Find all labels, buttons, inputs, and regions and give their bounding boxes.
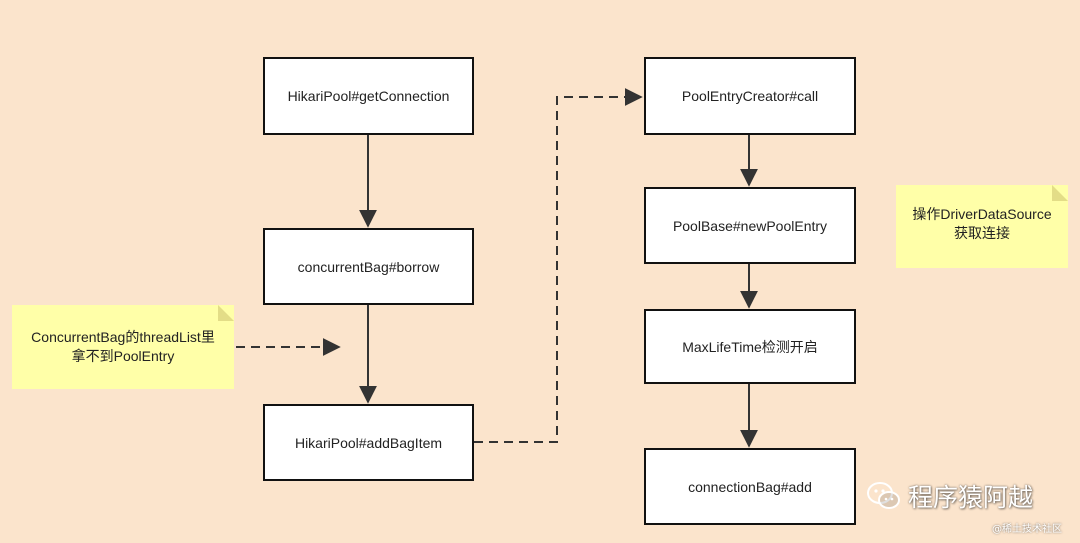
note-driver-line-1: 操作DriverDataSource <box>912 205 1052 222</box>
node-borrow: concurrentBag#borrow <box>263 228 474 305</box>
note-driver-text: 操作DriverDataSource 获取连接 <box>912 205 1051 243</box>
note-fold-icon <box>218 305 234 321</box>
node-call: PoolEntryCreator#call <box>644 57 856 135</box>
note-driver: 操作DriverDataSource 获取连接 <box>896 185 1068 268</box>
node-get-connection: HikariPool#getConnection <box>263 57 474 135</box>
note-thread-list-line-1: ConcurrentBag的threadList里 <box>31 329 215 345</box>
watermark-name: 程序猿阿越 <box>908 483 1034 512</box>
node-connection-bag-add: connectionBag#add <box>644 448 856 525</box>
edge-add-bag-item-to-call <box>474 88 643 443</box>
wechat-icon <box>867 482 900 509</box>
node-add-bag-item: HikariPool#addBagItem <box>263 404 474 481</box>
note-thread-list-text: ConcurrentBag的threadList里 拿不到PoolEntry <box>31 328 215 366</box>
node-max-life-time: MaxLifeTime检测开启 <box>644 309 856 384</box>
note-thread-list: ConcurrentBag的threadList里 拿不到PoolEntry <box>12 305 234 389</box>
note-thread-list-line-2: 拿不到PoolEntry <box>71 348 175 364</box>
note-fold-icon <box>1052 185 1068 201</box>
watermark: 程序猿阿越 <box>866 478 1033 514</box>
node-new-pool-entry: PoolBase#newPoolEntry <box>644 187 856 264</box>
watermark-site: @稀土技术社区 <box>992 524 1062 535</box>
note-driver-line-2: 获取连接 <box>953 224 1010 241</box>
